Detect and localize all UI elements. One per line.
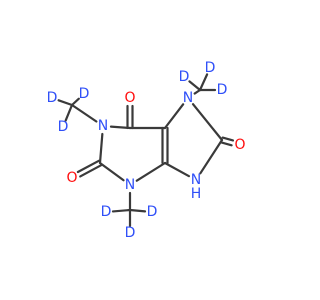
bond-N9-C4 — [163, 161, 191, 178]
atom-label-n3: N — [125, 177, 135, 193]
bond-layer — [57, 73, 235, 228]
atom-label-d7b: D — [205, 60, 216, 76]
atom-label-n7: N — [183, 90, 193, 106]
atom-label-d1c: D — [58, 119, 69, 135]
atom-label-d3b: D — [147, 204, 158, 220]
atom-label-d1b: D — [79, 86, 90, 102]
atom-label-d7a: D — [179, 69, 190, 85]
bond-Me3-D3b — [128, 208, 147, 213]
atom-label-h9: H — [191, 186, 202, 202]
atom-label-d1a: D — [47, 90, 58, 106]
bond-C2-N1 — [98, 132, 104, 165]
atom-label-d7c: D — [217, 82, 228, 98]
atom-label-n9: N — [191, 172, 201, 188]
bond-Me7-D7a — [188, 80, 202, 92]
bond-Me1-D1b — [70, 97, 80, 107]
bond-Me7-D7b — [198, 73, 209, 92]
bond-Me3-D3a — [111, 208, 132, 213]
bond-C2-O2-double — [79, 164, 103, 178]
atom-label-d3c: D — [125, 225, 136, 241]
atom-label-o8: O — [234, 137, 245, 153]
bond-N7-C8 — [191, 103, 224, 142]
bond-C8-O8-double — [220, 141, 233, 147]
atom-label-n1: N — [98, 118, 108, 134]
bond-N3-C2 — [98, 161, 125, 182]
bond-Me1-D1a — [57, 99, 74, 107]
bond-Me1-D1c — [64, 103, 74, 122]
bond-C5-N7 — [163, 103, 185, 130]
atom-label-d3a: D — [101, 204, 112, 220]
bond-C8-N9 — [199, 138, 224, 175]
atom-label-o2: O — [66, 170, 77, 186]
atom-label-o6: O — [124, 90, 135, 106]
bond-C8-O8-double — [221, 136, 235, 142]
bond-C2-O2-double — [76, 159, 100, 174]
bond-C4-N3 — [135, 161, 167, 182]
bond-N1-Me1 — [70, 103, 98, 123]
